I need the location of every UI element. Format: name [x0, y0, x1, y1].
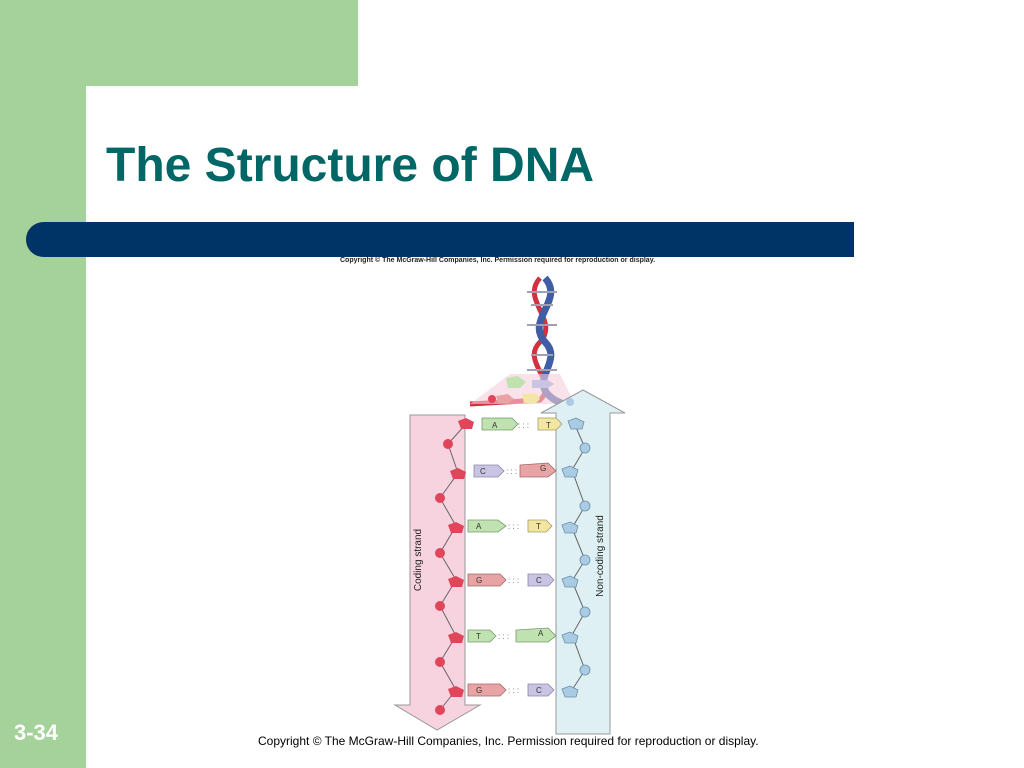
base-left-label: G — [476, 686, 482, 695]
base-right — [537, 417, 563, 431]
coding-backbone — [439, 424, 466, 711]
slide-number: 3-34 — [14, 720, 59, 745]
phosphate-node — [435, 548, 445, 558]
coding-strand-label: Coding strand — [413, 529, 424, 591]
sugar-left — [458, 418, 474, 429]
base-left-label: A — [476, 522, 482, 531]
phosphate-node — [435, 657, 445, 667]
noncoding-phosphates — [579, 442, 591, 676]
phosphate-node — [435, 601, 445, 611]
sugar-right — [561, 521, 579, 534]
phosphate-node — [435, 705, 445, 715]
base-right — [527, 519, 553, 533]
base-pair-row: T : : : A — [448, 627, 579, 644]
hydrogen-bonds: : : : — [508, 576, 519, 585]
hydrogen-bonds: : : : — [518, 421, 529, 430]
content-corner — [86, 86, 206, 206]
sugar-left — [450, 468, 466, 479]
base-pair-row: C : : : G — [450, 462, 579, 479]
sugar-right — [567, 417, 585, 430]
base-right — [515, 627, 557, 643]
phosphate-node — [579, 442, 591, 454]
sugar-right — [561, 631, 579, 644]
sugar-right — [561, 575, 579, 588]
coding-phosphates — [435, 439, 453, 715]
base-right-label: G — [540, 464, 546, 473]
base-pair-row: G : : : C — [448, 683, 579, 698]
base-pair-rows: A : : : T C : : : G A : : : T — [448, 417, 585, 698]
base-right-label: T — [546, 421, 551, 430]
base-left-label: T — [476, 632, 481, 641]
base-pair-row: A : : : T — [448, 519, 579, 534]
sugar-left — [448, 632, 464, 643]
sugar-right — [561, 685, 579, 698]
base-left — [481, 417, 519, 431]
slide-title: The Structure of DNA — [106, 139, 595, 192]
hydrogen-bonds: : : : — [498, 632, 509, 641]
phosphate-node — [579, 500, 591, 512]
base-pair-row: A : : : T — [458, 417, 585, 431]
base-right-label: A — [538, 629, 544, 638]
figure-copyright: Copyright © The McGraw-Hill Companies, I… — [340, 257, 656, 264]
base-left — [467, 683, 507, 697]
sugar-right — [561, 465, 579, 478]
phosphate-node — [579, 606, 591, 618]
base-left — [467, 573, 507, 587]
base-left-label: C — [480, 467, 486, 476]
phosphate-node — [579, 664, 591, 676]
base-right-label: T — [536, 522, 541, 531]
green-sidebar — [0, 0, 86, 768]
base-left-label: G — [476, 576, 482, 585]
base-right — [519, 462, 557, 478]
phosphate-node — [435, 493, 445, 503]
title-underline-bar — [26, 222, 854, 257]
coding-strand-arrow — [393, 414, 482, 731]
base-pair-row: G : : : C — [448, 573, 579, 588]
sugar-left — [448, 522, 464, 533]
hydrogen-bonds: : : : — [508, 522, 519, 531]
hydrogen-bonds: : : : — [508, 686, 519, 695]
phosphate-node — [443, 439, 453, 449]
base-right — [527, 573, 555, 587]
base-right-label: C — [536, 576, 542, 585]
base-left — [473, 464, 505, 478]
base-right — [527, 683, 555, 697]
base-right-label: C — [536, 686, 542, 695]
phosphate-node — [579, 554, 591, 566]
upper-fragments — [488, 376, 574, 406]
sugar-left — [448, 686, 464, 697]
sugar-left — [448, 576, 464, 587]
base-left — [467, 519, 507, 533]
base-left — [467, 629, 497, 643]
base-left-label: A — [492, 421, 498, 430]
double-helix — [469, 275, 575, 412]
noncoding-strand-label: Non-coding strand — [595, 515, 606, 597]
slide-copyright: Copyright © The McGraw-Hill Companies, I… — [258, 734, 759, 748]
hydrogen-bonds: : : : — [506, 467, 517, 476]
